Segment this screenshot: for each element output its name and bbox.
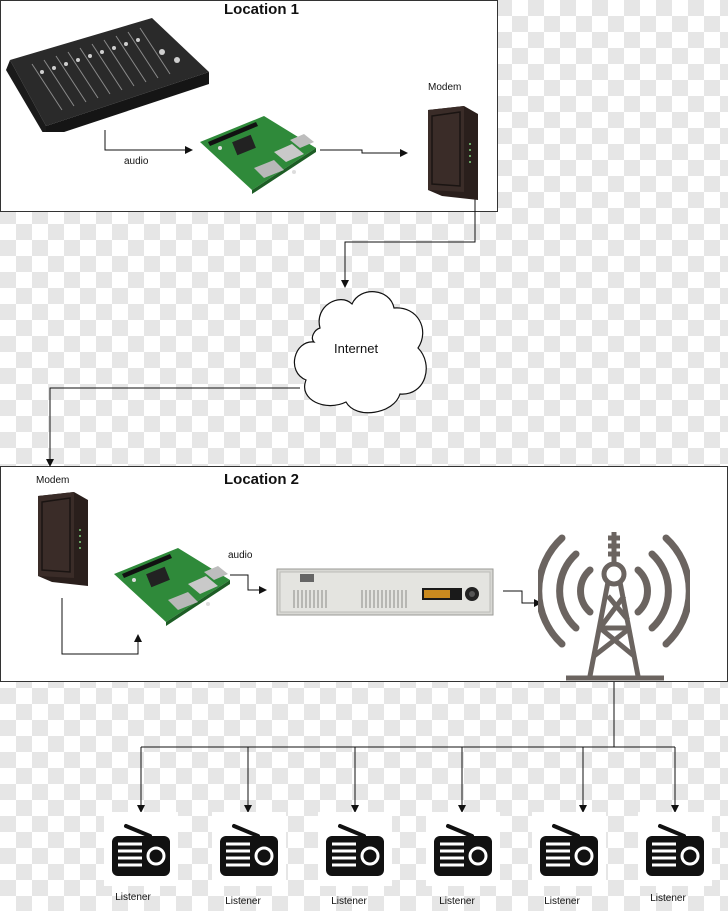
listener-label: Listener	[544, 896, 580, 907]
listener-label: Listener	[225, 896, 261, 907]
radio-icon	[112, 824, 170, 876]
fm-transmitter-icon	[276, 568, 494, 616]
radio-icon	[540, 824, 598, 876]
radio-icon	[326, 824, 384, 876]
audio-label: audio	[228, 550, 253, 561]
listener-label: Listener	[331, 896, 367, 907]
modem-icon	[428, 106, 478, 200]
location-1-title: Location 1	[224, 1, 300, 18]
raspberry-pi-board-icon	[114, 548, 230, 626]
radio-icon	[220, 824, 278, 876]
radio-icon	[646, 824, 704, 876]
radio-tower-icon	[538, 532, 690, 681]
modem-label: Modem	[428, 82, 462, 93]
mixer-console-icon	[6, 18, 209, 132]
listener-label: Listener	[650, 893, 686, 904]
listener-label: Listener	[115, 892, 151, 903]
internet-label: Internet	[334, 341, 379, 356]
raspberry-pi-board-icon	[200, 116, 316, 194]
listener-label: Listener	[439, 896, 475, 907]
internet-cloud-icon	[293, 291, 427, 414]
location-2-title: Location 2	[224, 471, 300, 488]
audio-label: audio	[124, 156, 149, 167]
modem-label: Modem	[36, 475, 70, 486]
radio-icon	[434, 824, 492, 876]
modem-icon	[38, 492, 88, 586]
